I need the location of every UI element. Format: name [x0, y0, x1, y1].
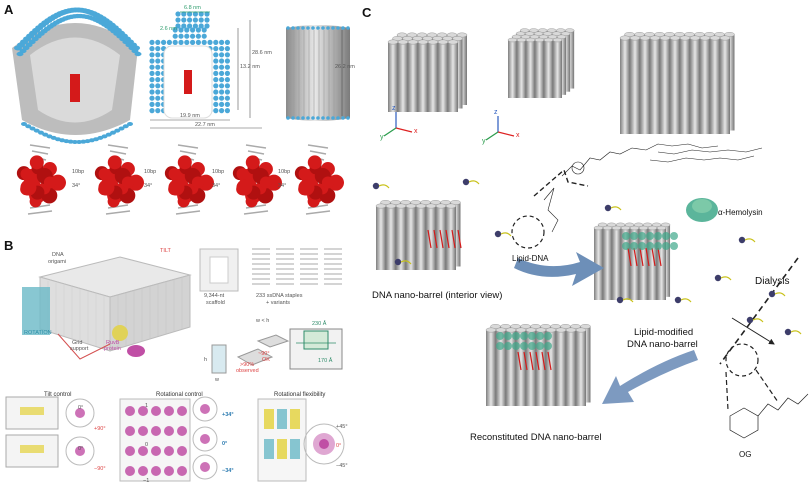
dim-230: 230 Å: [312, 321, 327, 327]
process-arrow-2: [602, 350, 698, 404]
red-marker: [70, 74, 80, 102]
barrel-side-view: [286, 25, 350, 121]
scaffold-label: 9,344-nt: [204, 293, 225, 299]
dim-d1: 6.8 nm: [184, 5, 201, 11]
tilt-label: TILT: [160, 248, 171, 254]
scaffold-label-2: scaffold: [206, 300, 225, 306]
process-arrow-1: [514, 252, 604, 286]
scaffold-staples: [199, 248, 342, 292]
rot-angle-1: 34°: [72, 183, 81, 189]
axis-x-2: x: [516, 132, 520, 139]
panel-a-letter: A: [4, 2, 14, 17]
dim-h3: 26.2 nm: [335, 64, 355, 70]
rotation-label: ROTATION: [24, 330, 52, 336]
pct-1b: OK: [262, 357, 270, 363]
deg-m90: −90°: [94, 466, 106, 472]
num-m1: −1: [143, 478, 150, 484]
axis-z-1: z: [392, 105, 396, 112]
axes-1: [383, 112, 413, 137]
pct-2b: observed: [236, 368, 259, 374]
deg-p34: +34°: [222, 412, 234, 418]
deg-0b: 0°: [78, 446, 84, 452]
dialysis-membrane: [719, 257, 799, 365]
axes-2: [485, 116, 515, 141]
rot-angle-3: 34°: [212, 183, 221, 189]
rot-flex-title: Rotational flexibility: [274, 392, 326, 398]
pct-1: ~90°: [258, 351, 270, 357]
staples-label: 233 ssDNA staples: [256, 293, 303, 299]
lipid-dna-label: Lipid-DNA: [512, 254, 549, 263]
og-label: OG: [739, 450, 752, 459]
rot-step-3: 10bp: [212, 169, 225, 175]
rot-step-2: 10bp: [144, 169, 157, 175]
ruvb-label: RuvB: [106, 340, 120, 346]
lipid-structure: [543, 143, 763, 233]
barrel-perspective: [12, 7, 142, 144]
dim-h2: 28.6 nm: [252, 50, 272, 56]
pct-2: >90%: [240, 362, 255, 368]
nano-barrels: [375, 28, 735, 406]
origami-label-2: origami: [48, 259, 67, 265]
origami-block: [22, 256, 192, 360]
rot-step-4: 10bp: [278, 169, 291, 175]
protein-rotation-series: [16, 144, 344, 215]
rot-angle-4: 34°: [278, 183, 287, 189]
deg-p90: +90°: [94, 426, 106, 432]
panel-b-letter: B: [4, 238, 14, 253]
staples-label-2: + variants: [266, 300, 290, 306]
w-lt-h-label: w < h: [256, 318, 270, 324]
dim-h1: 13.2 nm: [240, 64, 260, 70]
og-structure: [729, 393, 809, 439]
deg-m34: −34°: [222, 468, 234, 474]
hemolysin-protein: [686, 198, 718, 222]
origami-label-1: DNA: [52, 252, 64, 258]
axis-x-1: x: [414, 128, 418, 135]
num-1: 1: [145, 403, 149, 409]
ruvb-label-2: protein: [104, 346, 121, 352]
h-label: h: [204, 357, 208, 363]
deg-0a: 0°: [78, 405, 84, 411]
rot-angle-2: 34°: [144, 183, 153, 189]
deg-p45: +45°: [336, 424, 348, 430]
hemolysin-label: α-Hemolysin: [718, 208, 763, 217]
barrel-interior-caption: DNA nano-barrel (interior view): [372, 290, 503, 301]
dialysis-label: Dialysis: [755, 276, 790, 287]
dim-w1: 19.9 nm: [180, 113, 200, 119]
deg-0c: 0°: [222, 441, 228, 447]
rot-step-1: 10bp: [72, 169, 85, 175]
deg-0d: 0°: [336, 443, 342, 449]
dimension-sketches: [211, 328, 343, 374]
axis-y-1: y: [380, 134, 384, 141]
rot-control-title: Rotational control: [156, 392, 203, 398]
control-panels: [5, 396, 345, 482]
axis-y-2: y: [482, 138, 486, 145]
num-0: 0: [145, 442, 149, 448]
panel-c-letter: C: [362, 5, 372, 20]
w-label: w: [215, 377, 219, 383]
panel-c-figure: [372, 28, 809, 439]
panel-b-figure: [5, 248, 345, 482]
axis-z-2: z: [494, 109, 498, 116]
detergent-particles: [372, 178, 802, 336]
dim-w2: 22.7 nm: [195, 122, 215, 128]
panel-a-figure: [12, 7, 350, 215]
lipid-modified-caption-2: DNA nano-barrel: [627, 339, 698, 350]
dim-170: 170 Å: [318, 358, 333, 364]
deg-m45: −45°: [336, 463, 348, 469]
tilt-control-title: Tilt control: [44, 392, 72, 398]
barrel-cross-section: [149, 11, 262, 129]
grid-label-2: support: [70, 346, 89, 352]
dim-d2: 2.6 nm: [160, 26, 177, 32]
lipid-modified-caption-1: Lipid-modified: [634, 327, 694, 338]
reconstituted-caption: Reconstituted DNA nano-barrel: [470, 432, 602, 443]
grid-label: Grid: [72, 340, 83, 346]
